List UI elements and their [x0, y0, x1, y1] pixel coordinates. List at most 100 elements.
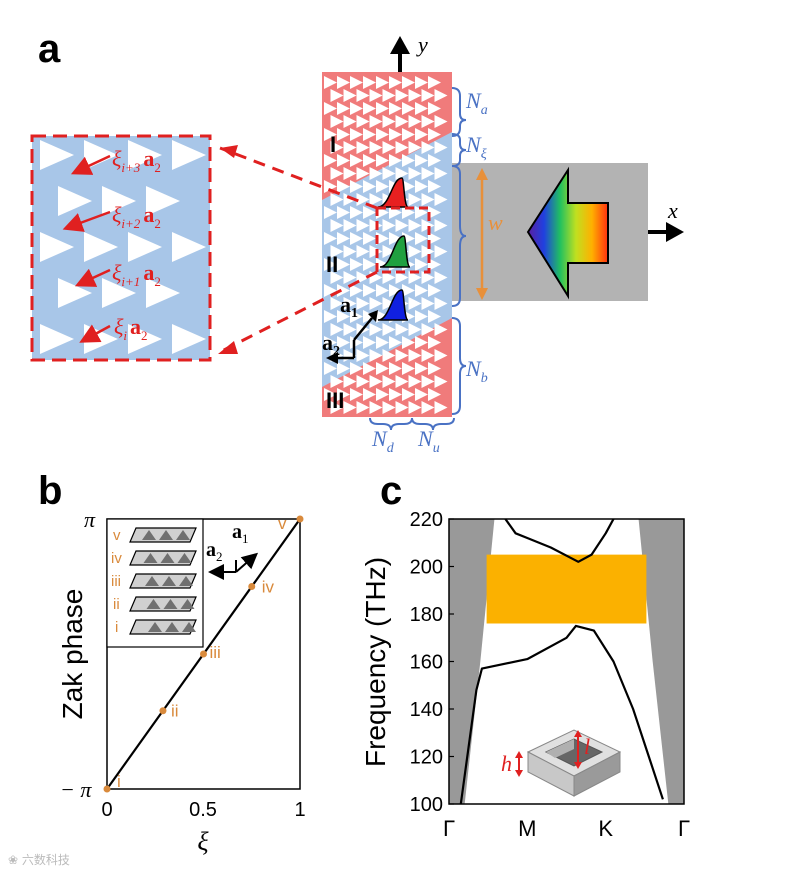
lattice-triangle: [415, 388, 428, 401]
xtick-label-0: Γ: [443, 816, 455, 841]
lattice-triangle: [428, 284, 441, 297]
a1-label: a1: [340, 292, 358, 321]
lattice-triangle: [356, 245, 370, 258]
ytick-label-140: 140: [410, 699, 443, 721]
inset-strip-triangle: [148, 622, 162, 632]
lattice-triangle: [363, 362, 376, 375]
label-Nu: Nu: [417, 426, 440, 456]
inset-strip-triangle: [159, 530, 173, 540]
lattice-triangle: [324, 154, 337, 167]
inset-triangle: [40, 324, 74, 354]
bracket-Nxi: [451, 133, 467, 167]
lattice-triangle: [369, 89, 383, 102]
zak-phase-chart: iii iii iv v: [103, 514, 304, 793]
lattice-triangle: [395, 271, 409, 284]
lattice-triangle: [415, 180, 428, 193]
lattice-triangle: [337, 362, 350, 375]
lattice-triangle: [330, 245, 344, 258]
inset-strip-triangle: [180, 599, 195, 609]
inset-triangle: [40, 232, 74, 262]
lattice-triangle: [434, 141, 448, 154]
lattice-triangle: [337, 76, 350, 89]
lattice-triangle: [376, 76, 389, 89]
ytick-minus-pi: − π: [60, 777, 92, 802]
inset-triangle: [102, 278, 136, 308]
lattice-triangle: [343, 167, 357, 180]
lattice-triangle: [395, 219, 409, 232]
rainbow-arrow: [526, 166, 609, 300]
lattice-triangle: [434, 297, 448, 310]
band-1: [504, 518, 615, 563]
lattice-triangle: [330, 401, 344, 414]
lattice-triangle: [402, 284, 415, 297]
lattice-triangle: [428, 336, 441, 349]
lattice-triangle: [434, 193, 448, 206]
lattice-triangle: [434, 323, 448, 336]
lattice-triangle: [376, 284, 389, 297]
inset-label-iv: iv: [111, 550, 122, 567]
inset-label-v: v: [113, 527, 121, 544]
lattice-triangle: [356, 141, 370, 154]
lattice-triangle: [369, 115, 383, 128]
lattice-triangle: [421, 349, 435, 362]
inset-strip: [129, 619, 197, 635]
x-axis-arrowhead: [666, 222, 684, 242]
lattice-triangle: [350, 180, 363, 193]
lattice-triangle: [415, 206, 428, 219]
lattice-triangle: [389, 232, 402, 245]
lattice-triangle: [369, 141, 383, 154]
lattice-triangle: [428, 102, 441, 115]
zak-point-iii: [200, 650, 207, 658]
lattice-triangle: [382, 141, 396, 154]
inset-strip-triangle: [162, 576, 176, 586]
lattice-triangle: [369, 193, 383, 206]
lattice-triangle: [408, 115, 422, 128]
zak-point-label-i: i: [117, 772, 121, 791]
lattice-triangle: [363, 76, 376, 89]
lattice-triangle: [421, 401, 435, 414]
lattice-triangle: [356, 167, 370, 180]
zak-inset-strips: [129, 527, 197, 635]
lattice-triangle: [330, 193, 344, 206]
lattice-triangle: [408, 349, 422, 362]
lattice-triangle: [343, 297, 357, 310]
lattice-triangle: [324, 336, 337, 349]
inset-label-iii: iii: [111, 573, 121, 590]
lattice-triangle: [369, 323, 383, 336]
a2-arrowhead: [326, 352, 338, 364]
zak-point-label-iii: iii: [210, 643, 221, 662]
lattice-triangle: [408, 219, 422, 232]
inset-a1-label: a1: [232, 521, 249, 546]
lattice-triangle: [330, 115, 344, 128]
inset-strip-triangle: [160, 553, 175, 563]
lattice-triangle: [421, 115, 435, 128]
lattice-triangle: [421, 323, 435, 336]
ytick-label-120: 120: [410, 747, 443, 769]
lattice-triangle: [402, 154, 415, 167]
xtick-0.5: 0.5: [189, 799, 217, 821]
lattice-triangle: [421, 219, 435, 232]
lattice-triangle: [382, 167, 396, 180]
lattice-triangle: [376, 336, 389, 349]
bracket-Nu: [411, 417, 455, 431]
lattice-triangle: [376, 232, 389, 245]
y-axis-arrowhead: [390, 36, 410, 54]
lattice-triangle: [434, 115, 448, 128]
lattice-triangle: [434, 349, 448, 362]
lattice-triangle: [428, 232, 441, 245]
lattice-triangle: [402, 180, 415, 193]
lattice-triangle: [330, 375, 344, 388]
inset-triangle: [128, 324, 162, 354]
lattice-triangle: [363, 102, 376, 115]
lattice-triangle: [343, 115, 357, 128]
lattice-triangle: [434, 245, 448, 258]
lattice-triangle: [343, 141, 357, 154]
lattice-triangle: [415, 154, 428, 167]
lattice-triangle: [382, 115, 396, 128]
lattice-triangle: [395, 349, 409, 362]
panel-b-label: b: [38, 469, 62, 513]
lattice-triangle: [395, 89, 409, 102]
inset-strip-triangle: [179, 576, 193, 586]
lattice-triangle: [337, 388, 350, 401]
